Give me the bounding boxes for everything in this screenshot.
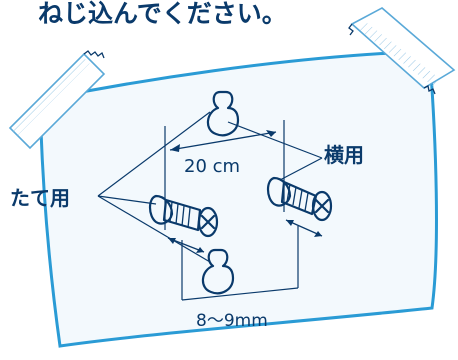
leader-horizontal-use xyxy=(227,121,323,181)
screw-right xyxy=(266,176,333,222)
wall-board xyxy=(38,50,438,348)
dimension-8-9mm-label: 8〜9mm xyxy=(196,311,268,331)
keyhole-top xyxy=(206,90,240,137)
label-vertical-use: たて用 xyxy=(10,186,70,210)
dimension-8-9mm xyxy=(181,287,299,301)
keyhole-bottom xyxy=(201,248,235,295)
tape-top-right xyxy=(348,7,456,95)
tape-top-left xyxy=(8,50,106,150)
label-horizontal-use: 横用 xyxy=(324,143,364,167)
leader-vertical-use xyxy=(97,111,211,263)
dimension-20cm xyxy=(169,130,277,152)
instruction-header: ねじ込んでください。 xyxy=(38,0,287,28)
screw-left xyxy=(148,194,219,238)
dimension-20cm-label: 20 cm xyxy=(184,156,240,177)
